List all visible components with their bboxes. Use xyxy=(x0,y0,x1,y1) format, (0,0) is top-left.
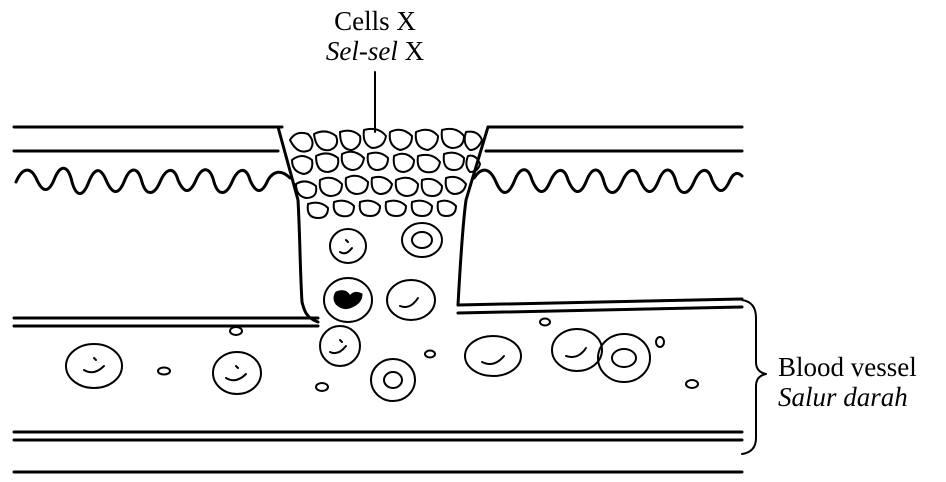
blood-vessel-walls xyxy=(14,299,742,472)
rbc-vessel-7 xyxy=(598,334,650,382)
cells-x-malay-italic: Sel-sel xyxy=(326,36,398,66)
upper-tissue-layers xyxy=(14,127,742,194)
white-blood-cell xyxy=(324,278,372,322)
blood-vessel-english: Blood vessel xyxy=(778,352,917,382)
vessel-wall-top-right-a xyxy=(458,299,742,305)
blood-vessel-malay: Salur darah xyxy=(778,382,917,412)
rbc-vessel-2 xyxy=(213,352,261,394)
rbc-vessel-1 xyxy=(66,344,122,388)
cells-x-malay-letter: X xyxy=(405,36,425,66)
wavy-tissue-left xyxy=(16,168,290,193)
rbc-channel-2 xyxy=(402,223,442,257)
rbc-vessel-3 xyxy=(320,326,360,366)
cells-x-english: Cells X xyxy=(326,6,424,36)
cells-x-malay: Sel-sel X xyxy=(326,36,424,66)
rbc-channel-1 xyxy=(330,229,366,263)
rbc-vessel-4 xyxy=(371,359,415,401)
blood-vessel-label: Blood vessel Salur darah xyxy=(778,352,917,412)
blood-vessel-brace xyxy=(742,300,766,454)
vessel-rupture-channel xyxy=(278,127,488,322)
cells-x-label: Cells X Sel-sel X xyxy=(326,6,424,66)
rbc-vessel-5 xyxy=(465,336,521,376)
vessel-wall-top-right-b xyxy=(458,307,742,313)
wavy-tissue-right xyxy=(474,170,742,193)
rbc-channel-3 xyxy=(387,280,435,320)
cells-x-cluster xyxy=(290,129,482,218)
rbc-vessel-6 xyxy=(552,329,602,371)
channel-wall-right xyxy=(458,127,488,305)
